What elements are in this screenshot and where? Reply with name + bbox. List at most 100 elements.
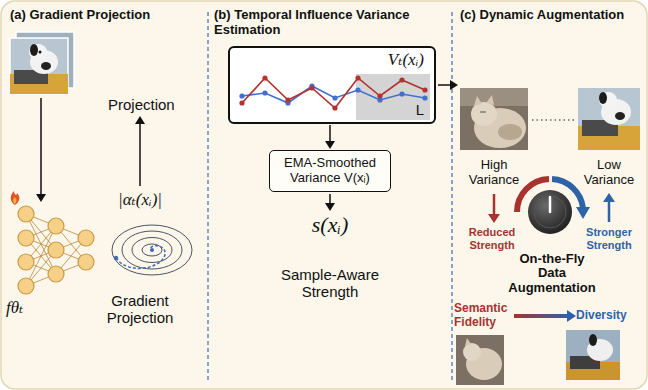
- arrow-head: [325, 203, 335, 211]
- chart-mark: [262, 75, 267, 80]
- flow-arrow: [36, 194, 46, 202]
- chart-mark: [422, 87, 427, 92]
- strength-label: Reduced Strength: [463, 226, 521, 251]
- section-divider: [451, 12, 452, 382]
- loss-contours: [142, 244, 162, 256]
- section-divider: [207, 12, 208, 382]
- strength-label: Stronger Strength: [578, 226, 640, 251]
- flow-arrow: [40, 98, 42, 194]
- math-symbol: |αₜ(xᵢ)|: [100, 190, 180, 210]
- dog-photo: [578, 88, 640, 150]
- strength-knob: [549, 197, 552, 212]
- model-symbol: fθₜ: [6, 298, 46, 318]
- increase-arrow: [603, 193, 615, 222]
- chart-mark: [332, 105, 337, 110]
- dog-photo: [566, 330, 620, 380]
- process-box: EMA-Smoothed Variance V(xᵢ): [269, 150, 391, 192]
- neural-network: [78, 230, 94, 246]
- tradeoff-arrow: [514, 314, 568, 318]
- flow-arrow: [329, 194, 331, 204]
- step-label: Projection: [108, 96, 198, 113]
- label-slot: Semantic Fidelity: [454, 302, 514, 330]
- strength-knob: [534, 196, 566, 228]
- label-slot: Projection: [108, 96, 198, 113]
- neural-network: [78, 254, 94, 270]
- label-slot: (b) Temporal Influence Variance Estimati…: [214, 8, 448, 38]
- photo-stack: [30, 44, 38, 56]
- variance-label: Low Variance: [574, 158, 644, 188]
- photo-stack: [29, 44, 47, 60]
- step-label: Sample-Aware Strength: [275, 266, 385, 301]
- chart-mark: [399, 91, 404, 96]
- flow-arrow: [438, 80, 458, 90]
- chart-mark: [242, 78, 425, 108]
- flame-icon: [13, 197, 16, 204]
- box-text: EMA-Smoothed Variance V(xᵢ): [278, 156, 382, 186]
- flow-arrow: [36, 98, 46, 202]
- photo-stack: [10, 32, 74, 94]
- loss-contours: [132, 238, 172, 263]
- flame-icon: [11, 191, 20, 205]
- strength-knob: [528, 190, 572, 234]
- label-slot: Stronger Strength: [578, 226, 640, 251]
- loss-contours: [122, 231, 182, 269]
- cat-photo: [456, 335, 504, 385]
- chart-mark: [262, 90, 267, 95]
- chart-mark: [355, 75, 360, 80]
- flow-arrow: [135, 116, 145, 186]
- math-symbol: s(xᵢ): [290, 212, 370, 237]
- neural-network: [18, 230, 34, 246]
- tradeoff-label: Diversity: [576, 309, 640, 323]
- increase-arrow: [603, 193, 615, 202]
- tradeoff-arrow: [514, 310, 576, 322]
- flow-arrow: [135, 116, 145, 124]
- neural-network: [48, 242, 64, 258]
- dog-photo: [566, 330, 620, 380]
- cat-photo: [498, 124, 522, 140]
- loss-contours: [112, 225, 192, 275]
- cat-photo: [456, 335, 504, 385]
- label-slot: s(xᵢ): [290, 212, 370, 237]
- neural-network: [18, 254, 34, 270]
- label-slot: Reduced Strength: [463, 226, 521, 251]
- reduce-arrow: [493, 194, 496, 214]
- cat-photo: [480, 112, 486, 113]
- dotted-link: [532, 119, 575, 121]
- flow-arrow: [450, 80, 458, 90]
- chart-mark: [309, 85, 314, 90]
- flow-arrow: [438, 84, 450, 86]
- neural-network: [18, 206, 94, 294]
- cat-photo: [460, 88, 528, 150]
- label-slot: fθₜ: [6, 298, 46, 318]
- section-heading: (a) Gradient Projection: [10, 8, 200, 23]
- strength-knob: [517, 179, 590, 234]
- loss-contours: [114, 256, 118, 260]
- chart-mark: [285, 97, 290, 102]
- label-slot: Gradient Projection: [90, 292, 190, 327]
- cat-photo: [486, 95, 494, 105]
- neural-network: [18, 206, 94, 294]
- reduce-arrow: [488, 194, 500, 223]
- neural-network: [48, 218, 64, 234]
- tradeoff-label: Semantic Fidelity: [454, 302, 514, 330]
- cat-photo: [474, 96, 482, 106]
- cat-photo: [460, 88, 528, 106]
- label-slot: (c) Dynamic Augmentation: [460, 8, 644, 23]
- neural-network: [18, 278, 34, 294]
- chart-mark: [399, 77, 404, 82]
- chart-mark: [332, 95, 337, 100]
- label-slot: Diversity: [576, 309, 640, 323]
- dog-photo: [578, 88, 640, 150]
- chart-mark: [242, 86, 425, 103]
- chart-title: Vₜ(xᵢ): [236, 50, 428, 70]
- cat-photo: [460, 88, 528, 150]
- tradeoff-arrow: [567, 310, 576, 322]
- strength-knob: [576, 207, 590, 219]
- flow-arrow: [139, 124, 141, 186]
- section-heading: (b) Temporal Influence Variance Estimati…: [214, 8, 448, 38]
- reduce-arrow: [488, 214, 500, 223]
- photo-stack: [39, 51, 42, 54]
- chart-mark: [239, 100, 244, 105]
- photo-stack: [10, 38, 68, 94]
